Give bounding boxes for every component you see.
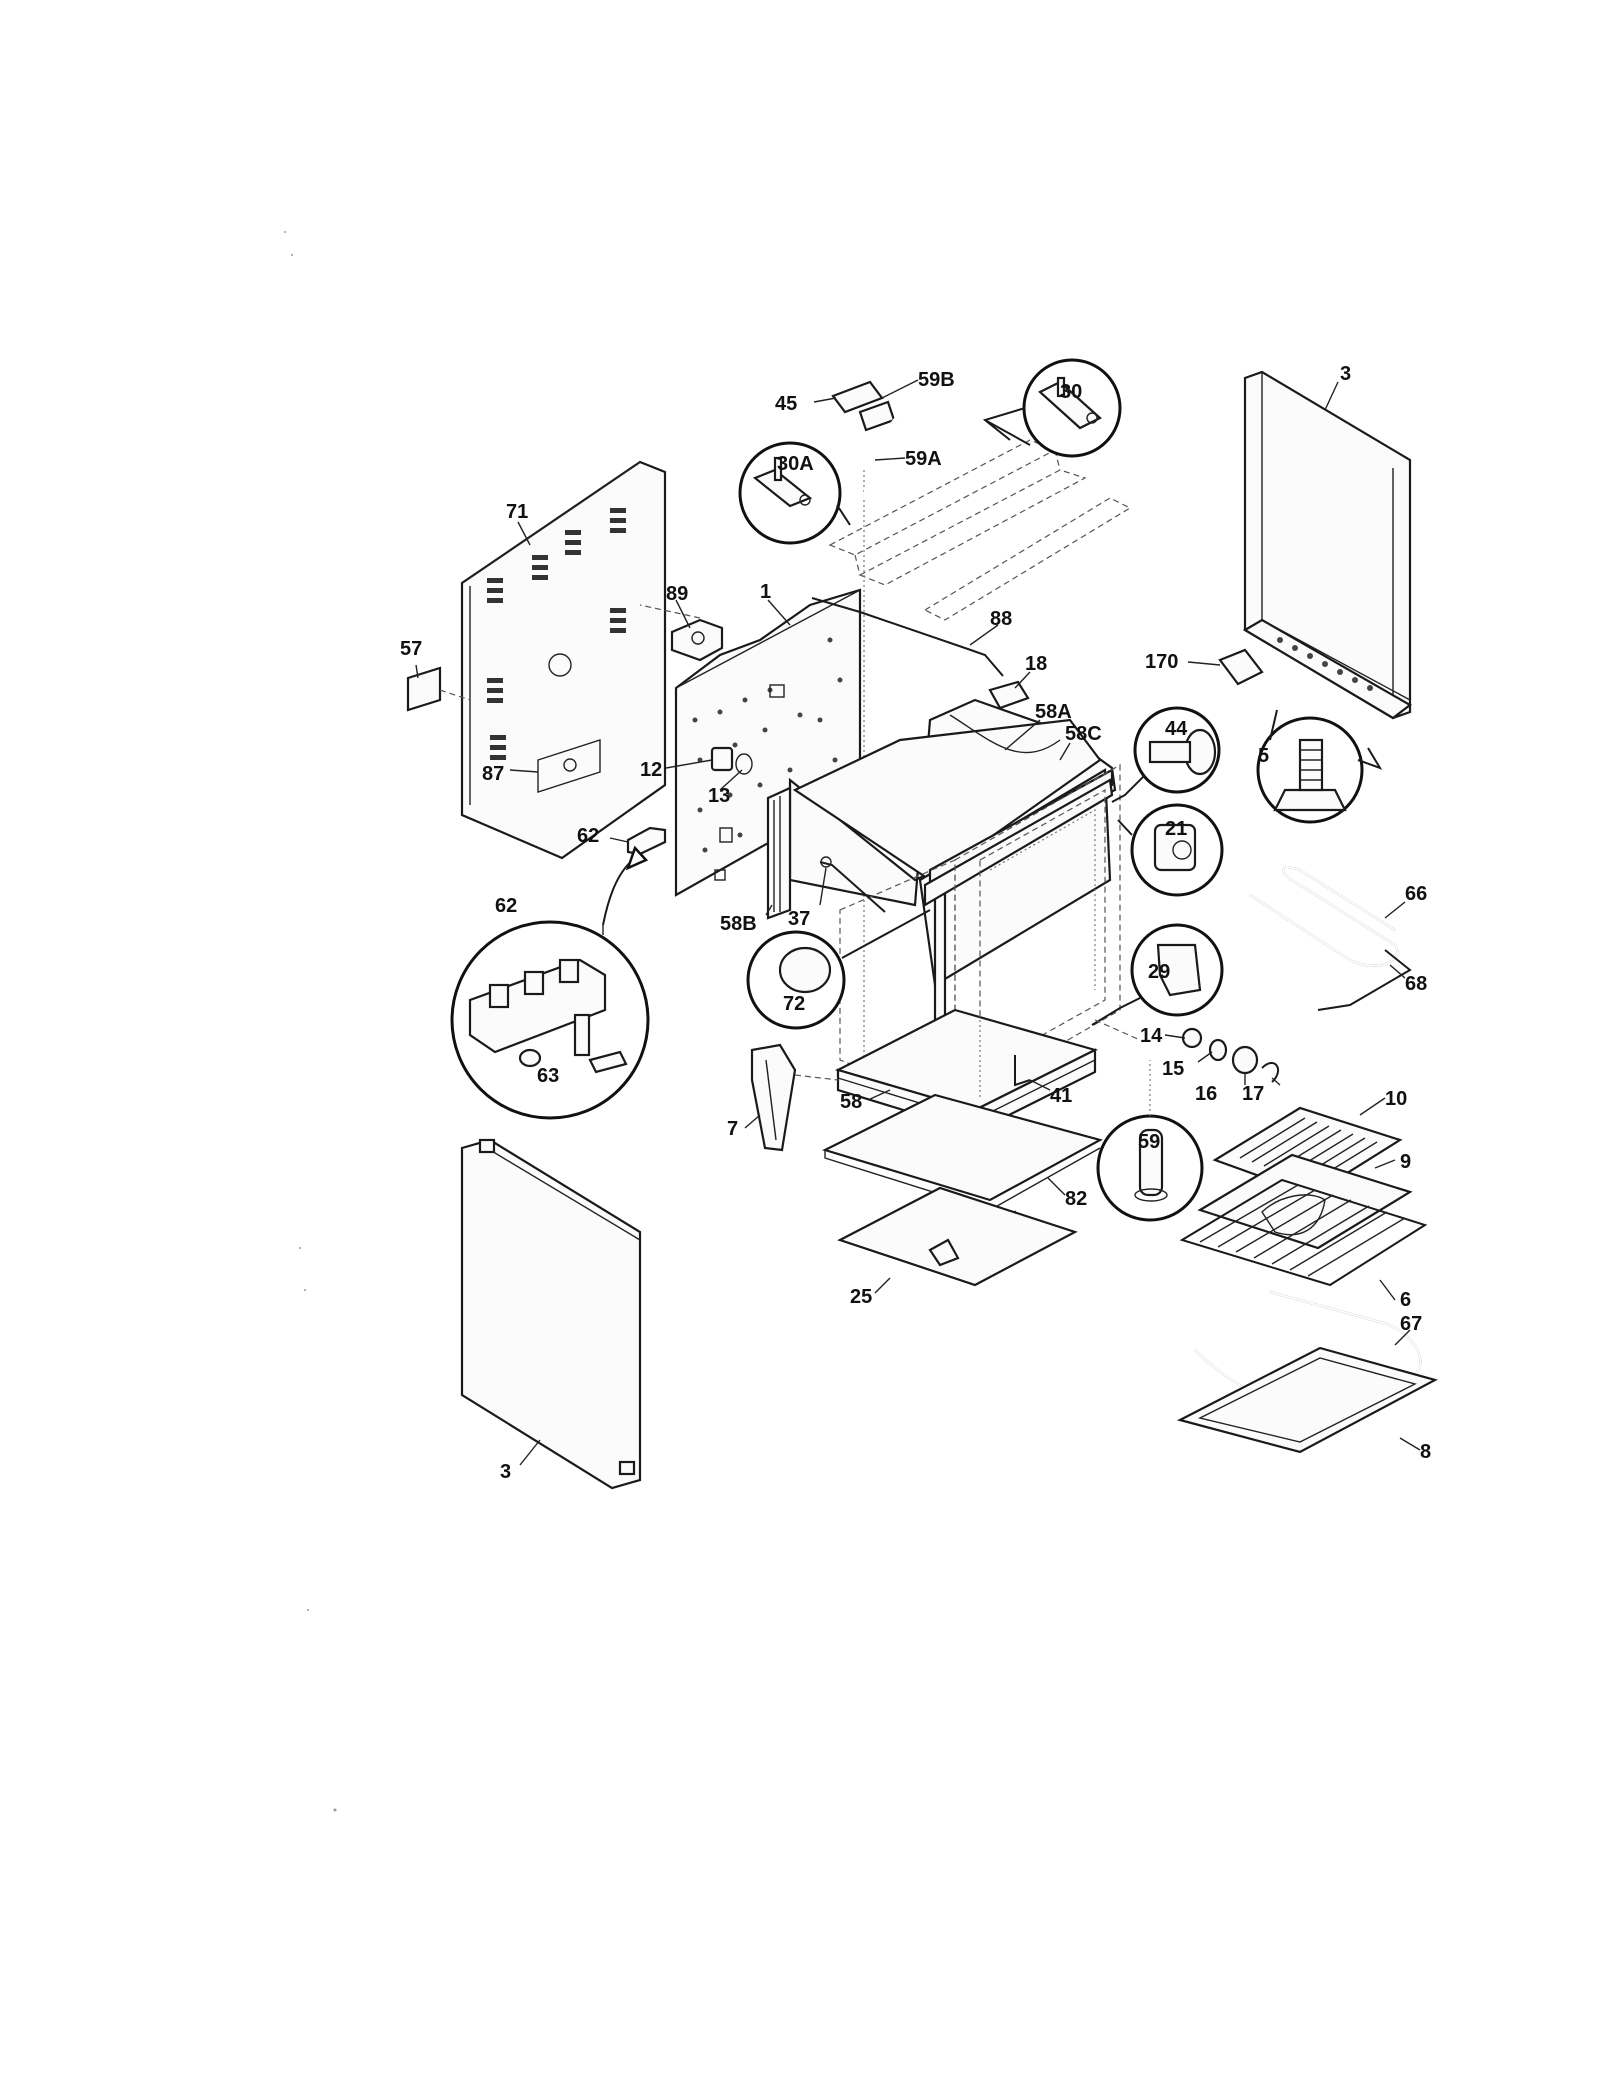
label-59a: 59A	[905, 448, 942, 470]
label-57: 57	[400, 638, 422, 660]
leader-lines	[415, 379, 1421, 1466]
label-82: 82	[1065, 1188, 1087, 1210]
part-59a-tube	[863, 416, 901, 501]
part-13-ring	[735, 753, 753, 775]
callout-21	[1117, 803, 1224, 897]
part-7-kickplate-bracket	[750, 1043, 797, 1152]
part-89-bracket	[670, 618, 724, 662]
label-15: 15	[1162, 1058, 1184, 1080]
label-10: 10	[1385, 1088, 1407, 1110]
label-17: 17	[1242, 1083, 1264, 1105]
part-17-clip	[1261, 1062, 1279, 1083]
scan-marks	[284, 231, 337, 1812]
part-170-hinge	[1218, 648, 1264, 686]
part-labels: 3 45 59B 30 30A 59A 71 89 1 88 57 170 18…	[400, 363, 1431, 1483]
part-18-clip	[988, 680, 1030, 710]
part-25-floor-panel	[837, 1186, 1078, 1287]
part-68-wire	[1317, 949, 1412, 1011]
label-63: 63	[537, 1065, 559, 1087]
part-41-clip	[1014, 1055, 1031, 1087]
label-30a: 30A	[777, 453, 814, 475]
part-62-arrowhead	[625, 845, 649, 871]
part-15-bulb	[1208, 1038, 1228, 1062]
label-3-top-right: 3	[1340, 363, 1351, 385]
label-59b: 59B	[918, 369, 955, 391]
part-58c-insulation	[923, 778, 1114, 907]
callout-30a	[738, 441, 851, 545]
label-44: 44	[1165, 718, 1188, 740]
callout-29	[1091, 923, 1224, 1026]
label-62-small: 62	[577, 825, 599, 847]
label-58a: 58A	[1035, 701, 1072, 723]
label-13: 13	[708, 785, 730, 807]
callout-44	[1111, 706, 1221, 803]
label-88: 88	[990, 608, 1012, 630]
label-5: 5	[1258, 745, 1269, 767]
label-45: 45	[775, 393, 797, 415]
label-6: 6	[1400, 1289, 1411, 1311]
label-170: 170	[1145, 651, 1178, 673]
label-8: 8	[1420, 1441, 1431, 1463]
label-66: 66	[1405, 883, 1427, 905]
callout-59	[1096, 1060, 1204, 1222]
part-71-back-panel	[460, 460, 701, 860]
label-71: 71	[506, 501, 528, 523]
callout-72	[746, 909, 931, 1030]
label-1: 1	[760, 581, 771, 603]
label-89: 89	[666, 583, 688, 605]
part-88-wire	[811, 597, 1004, 677]
label-30: 30	[1060, 381, 1082, 403]
part-12-socket	[710, 746, 734, 772]
label-58: 58	[840, 1091, 862, 1113]
part-1-side-frame	[674, 588, 862, 897]
callout-5	[1256, 709, 1383, 824]
label-58b: 58B	[720, 913, 757, 935]
label-21: 21	[1165, 818, 1187, 840]
part-57-plate	[406, 666, 471, 712]
oven-cavity	[788, 698, 1117, 1092]
label-16: 16	[1195, 1083, 1217, 1105]
label-59: 59	[1138, 1131, 1160, 1153]
label-7: 7	[727, 1118, 738, 1140]
label-29: 29	[1148, 961, 1170, 983]
guide-lines	[794, 1010, 1141, 1100]
label-67: 67	[1400, 1313, 1422, 1335]
part-58b-insulation	[766, 786, 792, 920]
label-14: 14	[1140, 1025, 1163, 1047]
label-62-callout: 62	[495, 895, 517, 917]
part-62-terminal-block-small	[626, 826, 667, 856]
label-87: 87	[482, 763, 504, 785]
callout-30	[982, 358, 1122, 458]
label-12: 12	[640, 759, 662, 781]
part-37-sensor	[819, 856, 886, 913]
part-8-drip-tray	[1176, 1346, 1438, 1454]
part-16-cover	[1231, 1045, 1259, 1075]
part-3-side-panel-right	[1242, 370, 1412, 720]
label-9: 9	[1400, 1151, 1411, 1173]
label-41: 41	[1050, 1085, 1072, 1107]
callout-62	[450, 920, 650, 1120]
part-3-side-panel-left	[460, 1138, 642, 1490]
label-68: 68	[1405, 973, 1427, 995]
label-3-bottom-left: 3	[500, 1461, 511, 1483]
label-72: 72	[783, 993, 805, 1015]
part-66-element	[1249, 866, 1399, 967]
part-6-oven-rack	[1179, 1178, 1428, 1287]
label-37: 37	[788, 908, 810, 930]
label-25: 25	[850, 1286, 872, 1308]
part-14-socket	[1181, 1027, 1203, 1049]
label-18: 18	[1025, 653, 1047, 675]
label-58c: 58C	[1065, 723, 1102, 745]
